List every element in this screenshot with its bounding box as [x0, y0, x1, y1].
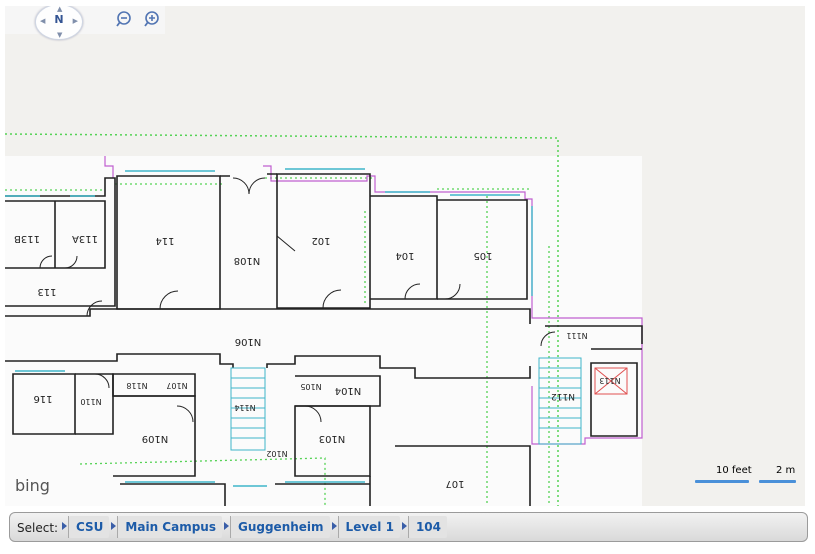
breadcrumb-item-label[interactable]: 104	[408, 516, 447, 538]
room-labels: 113B 113A 114 N108 102 104 105 113 N106 …	[14, 233, 621, 489]
chevron-right-icon[interactable]	[222, 516, 231, 538]
chevron-right-icon[interactable]	[400, 516, 409, 538]
room-label: 116	[33, 393, 52, 404]
compass-north-label: N	[54, 13, 64, 26]
chevron-right-icon[interactable]	[330, 516, 339, 538]
room-label: 113A	[72, 233, 98, 244]
room-label: N104	[335, 385, 362, 396]
plan-sheet	[5, 156, 642, 506]
room-label: N118	[126, 381, 147, 390]
room-label: 104	[395, 250, 414, 261]
arrow-up-icon[interactable]: ▲	[57, 6, 63, 13]
breadcrumb-item-guggenheim[interactable]: Guggenheim	[222, 516, 330, 538]
room-label: N107	[166, 381, 187, 390]
floor-plan: 113B 113A 114 N108 102 104 105 113 N106 …	[5, 133, 643, 506]
walls	[5, 173, 643, 506]
arrow-down-icon[interactable]: ▼	[57, 31, 63, 39]
arrow-right-icon[interactable]: ▶	[72, 17, 78, 25]
zone-lines	[5, 177, 550, 506]
breadcrumb-item-104[interactable]: 104	[400, 516, 447, 538]
map-canvas[interactable]: 113B 113A 114 N108 102 104 105 113 N106 …	[5, 6, 805, 506]
scale-meters-bar	[759, 480, 796, 483]
room-label: 105	[473, 250, 492, 261]
room-label: N108	[234, 255, 261, 266]
breadcrumb-item-level-1[interactable]: Level 1	[330, 516, 400, 538]
doors	[39, 177, 556, 423]
room-label: N112	[551, 391, 575, 401]
selector-label: Select:	[17, 521, 59, 535]
zoom-out-icon[interactable]	[115, 10, 133, 28]
building-outline	[104, 156, 643, 445]
room-label: N114	[234, 403, 255, 412]
room-label: 114	[155, 235, 174, 246]
breadcrumb: CSU Main Campus Guggenheim Level 1 104	[60, 516, 447, 538]
breadcrumb-item-main-campus[interactable]: Main Campus	[109, 516, 222, 538]
room-label: 107	[445, 478, 464, 489]
scale-feet-label: 10 feet	[716, 465, 752, 476]
scale-meters-label: 2 m	[776, 465, 796, 476]
chevron-right-icon[interactable]	[60, 516, 69, 538]
room-label: N110	[80, 397, 101, 406]
room-label: N106	[235, 336, 262, 347]
zoom-in-icon[interactable]	[143, 10, 161, 28]
breadcrumb-item-label[interactable]: CSU	[69, 516, 110, 538]
room-label: 113B	[14, 233, 40, 244]
compass-control[interactable]: ▲ ◀ ▶ ▼ N	[35, 6, 83, 40]
room-label: 113	[37, 286, 56, 297]
location-selector-bar: Select: CSU Main Campus Guggenheim Level…	[9, 512, 808, 542]
arrow-left-icon[interactable]: ◀	[40, 17, 46, 25]
elevator	[594, 367, 628, 395]
room-label: N109	[142, 433, 169, 444]
stair	[230, 357, 582, 451]
room-label: N103	[319, 433, 346, 444]
room-label: N111	[566, 331, 587, 340]
room-label: N105	[300, 382, 321, 391]
bing-logo: bing	[15, 476, 50, 495]
breadcrumb-item-label[interactable]: Level 1	[338, 516, 400, 538]
breadcrumb-item-label[interactable]: Main Campus	[118, 516, 222, 538]
breadcrumb-item-label[interactable]: Guggenheim	[230, 516, 330, 538]
chevron-right-icon[interactable]	[109, 516, 119, 538]
room-label: N113	[599, 376, 620, 385]
breadcrumb-item-csu[interactable]: CSU	[60, 516, 110, 538]
scale-feet-bar	[695, 480, 749, 483]
room-label: 102	[311, 235, 330, 246]
map-navigation-bar: ▲ ◀ ▶ ▼ N	[5, 6, 165, 40]
room-label: N102	[266, 449, 287, 458]
windows	[5, 168, 533, 487]
